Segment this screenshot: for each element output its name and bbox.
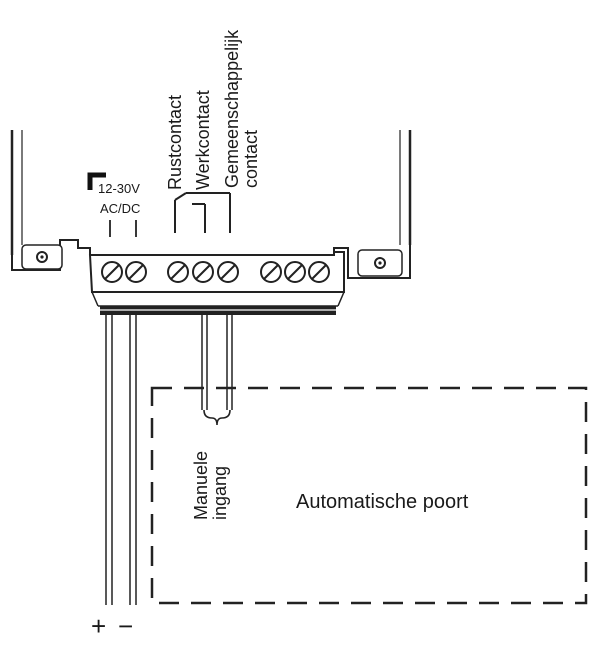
common-contact-label-line2: contact [241, 130, 261, 188]
terminal-3-rustcontact-icon [167, 261, 189, 283]
automatic-gate-label: Automatische poort [296, 491, 469, 513]
device-housing [10, 130, 412, 255]
werkcontact-label: Werkcontact [193, 90, 213, 190]
terminal-8-icon [308, 261, 330, 283]
terminal-7-icon [284, 261, 306, 283]
manual-input-brace-icon [203, 409, 231, 426]
automatic-gate-box [150, 386, 588, 605]
manual-input-label-line1: Manuele [191, 451, 211, 520]
terminal-5-common-icon [217, 261, 239, 283]
common-contact-label-line1: Gemeenschappelijk [222, 29, 242, 188]
minus-polarity-label: − [118, 611, 133, 640]
left-mounting-bracket [11, 239, 91, 271]
supply-voltage-label: 12-30V [98, 181, 140, 196]
supply-bracket-icon [87, 172, 106, 190]
manual-input-label-line2: ingang [210, 466, 230, 520]
rustcontact-label: Rustcontact [165, 95, 185, 190]
supply-type-label: AC/DC [100, 201, 140, 216]
plus-polarity-label: + [91, 611, 106, 640]
terminal-2-minus-icon [125, 261, 147, 283]
supply-ticks [109, 220, 137, 237]
terminal-4-werkcontact-icon [192, 261, 214, 283]
screw-terminals [101, 261, 330, 283]
contact-arm [174, 192, 187, 201]
right-mounting-bracket [333, 245, 411, 279]
field-wires [105, 315, 233, 605]
terminal-block [88, 251, 345, 315]
relay-contact-symbol [174, 192, 231, 233]
terminal-6-icon [260, 261, 282, 283]
terminal-1-plus-icon [101, 261, 123, 283]
